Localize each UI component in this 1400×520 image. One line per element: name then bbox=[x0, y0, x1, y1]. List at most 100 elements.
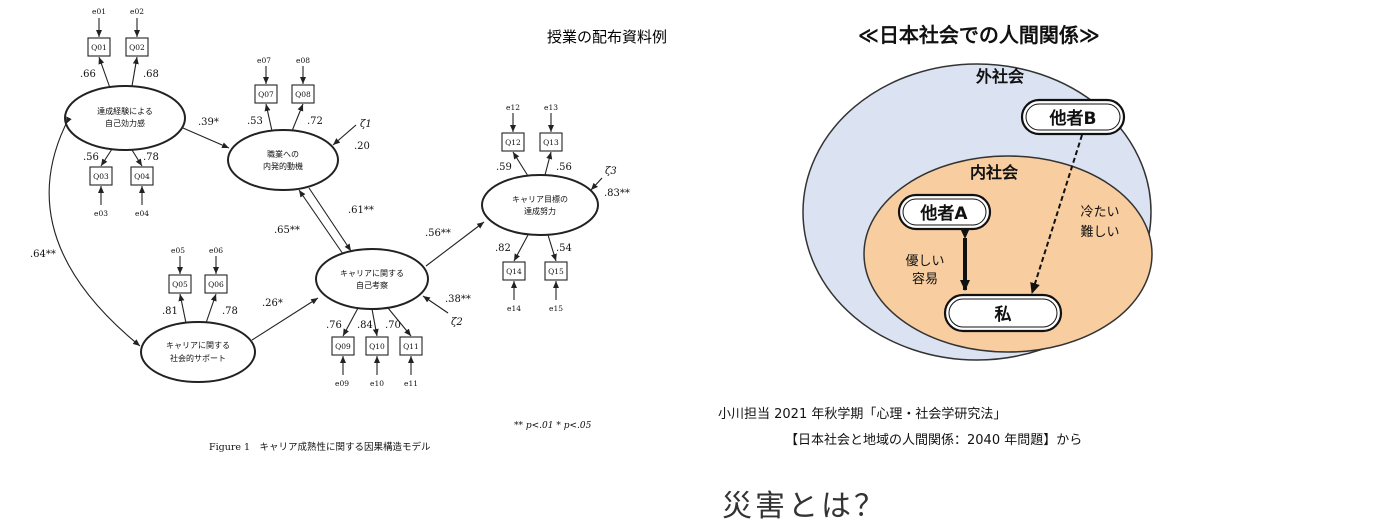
latent-exploration bbox=[315, 248, 429, 310]
coef-label: .61** bbox=[348, 205, 374, 216]
item-box-q07 bbox=[254, 84, 278, 104]
item-label: Q08 bbox=[295, 90, 311, 99]
error-label: e13 bbox=[544, 103, 558, 112]
item-label: Q11 bbox=[403, 342, 419, 351]
item-label: Q02 bbox=[129, 43, 145, 52]
latent-support bbox=[140, 321, 256, 383]
latent-label: 社会的サポート bbox=[170, 353, 226, 363]
error-label: e02 bbox=[130, 7, 144, 16]
relation-title: ≪日本社会での人間関係≫ bbox=[858, 23, 1100, 47]
coef-label: .54 bbox=[556, 243, 572, 254]
zeta-label: ζ3 bbox=[605, 166, 617, 177]
item-label: Q15 bbox=[548, 267, 564, 276]
handout-label: 授業の配布資料例 bbox=[547, 28, 667, 46]
coef-label: .81 bbox=[162, 306, 178, 317]
latent-label: 自己効力感 bbox=[105, 118, 145, 128]
item-box-q05 bbox=[168, 274, 192, 294]
other-b-desc: 難しい bbox=[1080, 225, 1119, 240]
item-label: Q01 bbox=[91, 43, 107, 52]
latent-label: キャリアに関する bbox=[166, 341, 230, 350]
latent-label: 自己考察 bbox=[356, 280, 388, 290]
coef-label: .72 bbox=[307, 116, 323, 127]
coef-label: .53 bbox=[247, 116, 263, 127]
coef-label: .26* bbox=[262, 298, 283, 309]
coef-label: .70 bbox=[385, 320, 401, 331]
coef-label: .56** bbox=[425, 228, 451, 239]
other-a-desc: 優しい bbox=[905, 254, 944, 269]
error-label: e07 bbox=[257, 56, 271, 65]
error-label: e06 bbox=[209, 246, 223, 255]
item-box-q01 bbox=[87, 37, 111, 57]
coef-label: .56 bbox=[556, 162, 572, 173]
inner-society-label: 内社会 bbox=[970, 163, 1018, 182]
item-box-q09 bbox=[331, 336, 355, 356]
item-label: Q13 bbox=[543, 138, 559, 147]
item-label: Q12 bbox=[505, 138, 521, 147]
coef-label: .84 bbox=[357, 320, 373, 331]
self-box bbox=[943, 293, 1063, 333]
item-box-q12 bbox=[501, 132, 525, 152]
latent-label: キャリアに関する bbox=[340, 269, 404, 278]
coef-label: .78 bbox=[143, 152, 159, 163]
coef-label: .39* bbox=[198, 117, 219, 128]
item-label: Q10 bbox=[369, 342, 385, 351]
self-label: 私 bbox=[995, 305, 1012, 325]
zeta-label: ζ2 bbox=[451, 317, 463, 328]
item-box-q14 bbox=[502, 261, 526, 281]
latent-efficacy bbox=[64, 85, 186, 151]
error-label: e14 bbox=[507, 304, 521, 313]
error-label: e08 bbox=[296, 56, 310, 65]
credit-line-1: 小川担当 2021 年秋学期「心理・社会学研究法」 bbox=[718, 406, 1006, 422]
coef-label: .78 bbox=[222, 306, 238, 317]
question-heading: 災害とは？ bbox=[722, 489, 887, 520]
other-a-label: 他者A bbox=[919, 203, 968, 224]
error-label: e04 bbox=[135, 209, 149, 218]
latent-label: キャリア目標の bbox=[512, 194, 568, 204]
latent-motivation bbox=[227, 129, 339, 191]
latent-label: 職業への bbox=[267, 149, 299, 159]
error-label: e12 bbox=[506, 103, 520, 112]
coef-label: .68 bbox=[143, 69, 159, 80]
coef-label: .82 bbox=[495, 243, 511, 254]
item-box-q11 bbox=[399, 336, 423, 356]
zeta-label: ζ1 bbox=[360, 119, 372, 130]
other-a-box bbox=[897, 193, 992, 231]
item-box-q02 bbox=[125, 37, 149, 57]
error-label: e03 bbox=[94, 209, 108, 218]
other-b-desc: 冷たい bbox=[1080, 205, 1119, 220]
coef-label: .64** bbox=[30, 249, 56, 260]
error-label: e01 bbox=[92, 7, 106, 16]
item-box-q13 bbox=[539, 132, 563, 152]
coef-label: .56 bbox=[83, 152, 99, 163]
error-label: e09 bbox=[335, 379, 349, 388]
item-box-q06 bbox=[204, 274, 228, 294]
credit-line-2: 【日本社会と地域の人間関係：2040 年問題】から bbox=[785, 432, 1082, 448]
latent-label: 達成努力 bbox=[524, 206, 556, 216]
coef-label: .83** bbox=[604, 188, 630, 199]
outer-society-label: 外社会 bbox=[975, 67, 1024, 86]
coef-label: .76 bbox=[326, 320, 342, 331]
item-label: Q09 bbox=[335, 342, 351, 351]
item-label: Q14 bbox=[506, 267, 522, 276]
coef-label: .38** bbox=[445, 294, 471, 305]
coef-label: .66 bbox=[80, 69, 96, 80]
significance-note: ** p<.01 * p<.05 bbox=[514, 421, 592, 431]
coef-label: .65** bbox=[274, 225, 300, 236]
sem-model bbox=[48, 18, 603, 383]
item-label: Q06 bbox=[208, 280, 224, 289]
latent-goal bbox=[481, 174, 599, 236]
latent-label: 内発的動機 bbox=[263, 161, 303, 171]
item-label: Q05 bbox=[172, 280, 188, 289]
arrow-self-other-b bbox=[1030, 123, 1090, 294]
other-a-desc: 容易 bbox=[912, 271, 938, 287]
error-label: e10 bbox=[370, 379, 384, 388]
other-b-box bbox=[1020, 98, 1126, 136]
figure-caption: Figure 1 キャリア成熟性に関する因果構造モデル bbox=[209, 441, 431, 453]
item-label: Q07 bbox=[258, 90, 274, 99]
coef-label: .59 bbox=[496, 162, 512, 173]
item-label: Q03 bbox=[93, 172, 109, 181]
error-label: e15 bbox=[549, 304, 563, 313]
item-box-q15 bbox=[544, 261, 568, 281]
other-b-label: 他者B bbox=[1049, 108, 1097, 129]
item-box-q10 bbox=[365, 336, 389, 356]
